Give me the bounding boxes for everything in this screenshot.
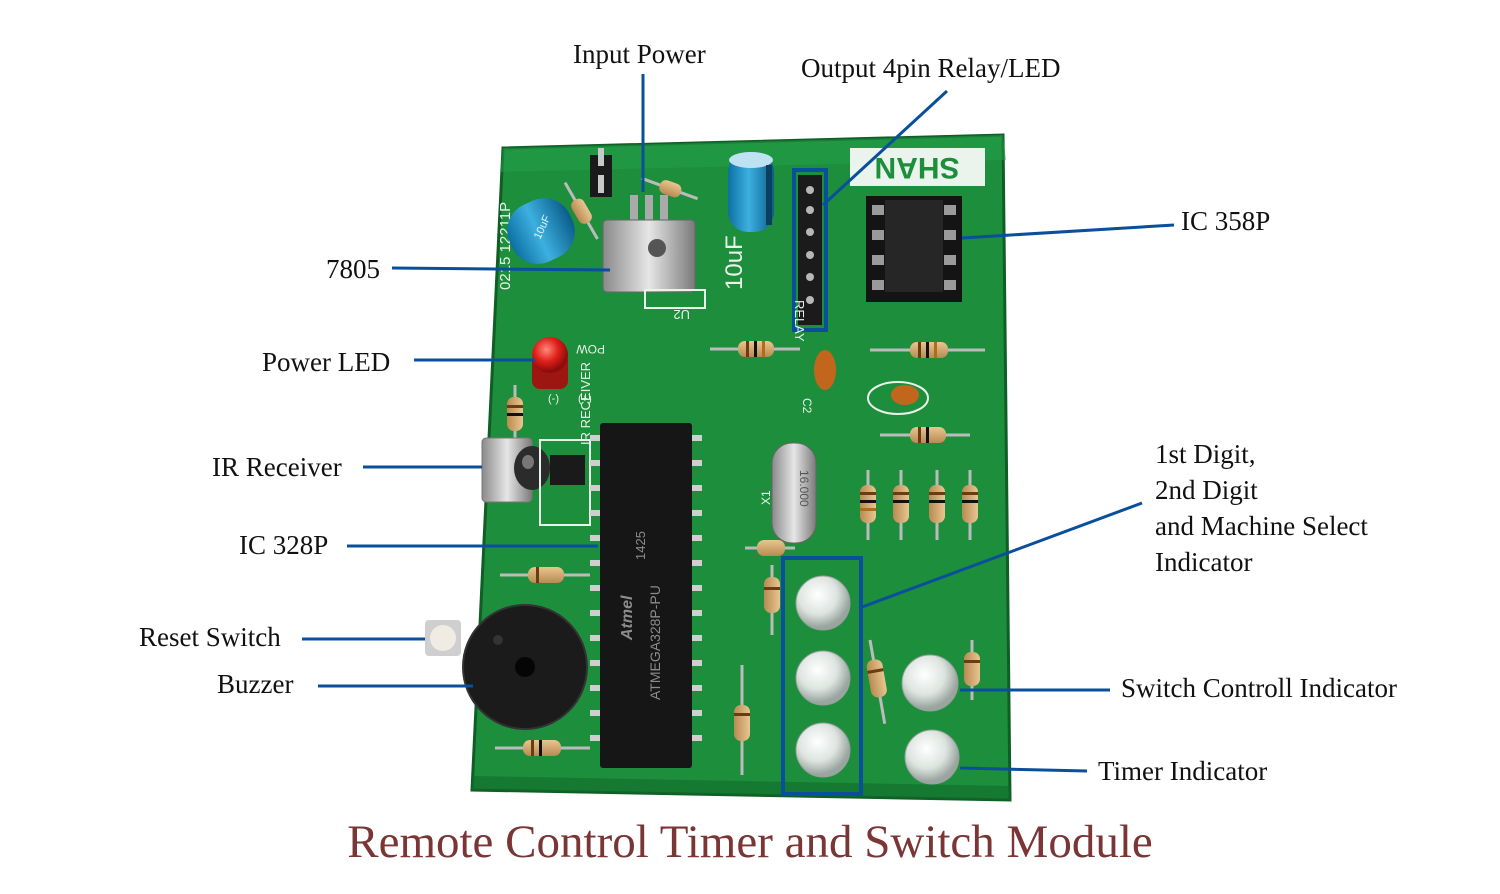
brand-text: SHAN xyxy=(874,151,959,184)
label-digit-line-1: 1st Digit, xyxy=(1155,439,1256,469)
ic-328p: Atmel ATMEGA328P-PU 1425 xyxy=(590,423,702,768)
leader-lines xyxy=(302,74,1175,773)
power-led: POW (-) (+) xyxy=(532,337,605,405)
label-ic328: IC 328P xyxy=(239,530,329,560)
leader-7805 xyxy=(391,266,611,272)
capacitor-right xyxy=(728,152,774,232)
ir-receiver: IR RECEIVER xyxy=(481,362,593,526)
shan-logo: SHAN xyxy=(850,148,985,186)
label-timer-indicator: Timer Indicator xyxy=(1098,756,1268,786)
label-ir-receiver: IR Receiver xyxy=(212,452,342,482)
capacitor-left: 10uF xyxy=(507,198,575,264)
buzzer xyxy=(462,604,588,730)
crystal-label: 16.000 xyxy=(797,470,811,507)
label-digit-line-4: Indicator xyxy=(1155,547,1253,577)
silk-led-plus: (+) xyxy=(578,393,592,405)
label-digit-line-2: 2nd Digit xyxy=(1155,475,1258,505)
crystal-oscillator: 16.000 X1 xyxy=(759,442,817,544)
relay-header: RELAY xyxy=(792,168,828,342)
regulator-7805: U2 xyxy=(602,195,706,322)
label-buzzer: Buzzer xyxy=(217,669,294,699)
label-output-relay: Output 4pin Relay/LED xyxy=(801,53,1061,83)
label-digit-indicator: 1st Digit, 2nd Digit and Machine Select … xyxy=(1155,436,1455,580)
silk-c2: C2 xyxy=(800,398,814,414)
label-power-led: Power LED xyxy=(262,347,391,377)
leader-output-relay xyxy=(821,89,949,207)
diagram-title: Remote Control Timer and Switch Module xyxy=(347,816,1153,868)
chip-brand: Atmel xyxy=(619,595,636,641)
input-power-header xyxy=(590,148,612,197)
leader-digit-indicator xyxy=(861,501,1143,609)
silk-power: POW xyxy=(576,342,605,356)
silk-side-text: 0215 12211P xyxy=(497,202,514,290)
reset-switch xyxy=(425,620,461,656)
silk-relay: RELAY xyxy=(792,300,807,342)
label-digit-line-3: and Machine Select xyxy=(1155,511,1368,541)
label-7805: 7805 xyxy=(326,254,380,284)
leader-ic358 xyxy=(961,223,1175,240)
label-ic358: IC 358P xyxy=(1181,206,1271,236)
leader-timer-indicator xyxy=(959,766,1088,773)
silk-u2: U2 xyxy=(673,307,690,322)
silk-ir: IR RECEIVER xyxy=(578,362,593,445)
silk-led-minus: (-) xyxy=(548,393,559,405)
silk-cap-value: 10uF xyxy=(721,235,748,290)
resistors xyxy=(495,176,985,775)
label-input-power: Input Power xyxy=(573,39,706,69)
ic-358p xyxy=(866,196,962,302)
digit-indicator-leds xyxy=(781,556,863,796)
relay-highlight-box xyxy=(792,168,828,332)
status-indicator-leds xyxy=(901,654,960,785)
chip-model: ATMEGA328P-PU xyxy=(647,585,663,700)
digit-highlight-box xyxy=(781,556,863,796)
ceramic-capacitors: C2 xyxy=(800,350,929,415)
silk-x1: X1 xyxy=(759,490,773,505)
chip-code: 1425 xyxy=(633,531,648,560)
label-switch-indicator: Switch Controll Indicator xyxy=(1121,673,1397,703)
label-reset-switch: Reset Switch xyxy=(139,622,281,652)
